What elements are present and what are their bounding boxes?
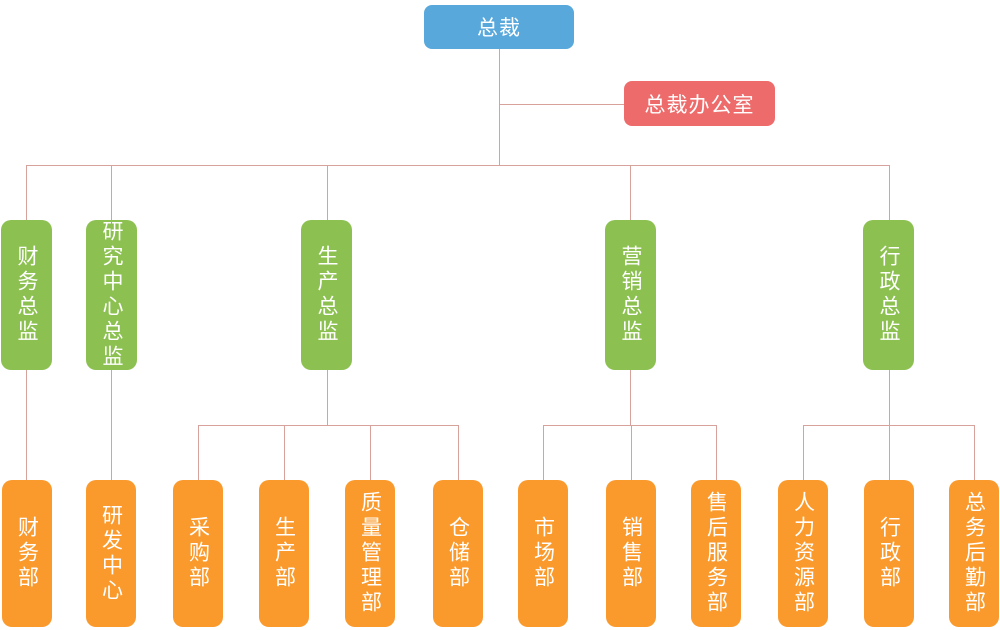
connector-drop-finance-dept: [26, 370, 27, 480]
connector-ceo-drop: [499, 49, 500, 165]
connector-stub-admin: [889, 165, 890, 220]
connector-admin-drop: [889, 368, 890, 425]
connector-stub-logistics: [974, 425, 975, 480]
connector-stub-sales: [631, 425, 632, 480]
connector-stub-production-dept: [284, 425, 285, 480]
node-dept-warehouse[interactable]: 仓储部: [433, 480, 483, 627]
node-dept-warehouse-label: 仓储部: [446, 516, 470, 591]
node-dept-aftersales[interactable]: 售后服务部: [691, 480, 741, 627]
node-dept-market-label: 市场部: [531, 516, 555, 591]
node-dept-production[interactable]: 生产部: [259, 480, 309, 627]
node-dept-hr[interactable]: 人力资源部: [778, 480, 828, 627]
node-director-finance-label: 财务总监: [15, 245, 38, 345]
node-president-office[interactable]: 总裁办公室: [624, 81, 775, 126]
connector-stub-admin-dept: [889, 425, 890, 480]
connector-stub-production: [327, 165, 328, 220]
node-dept-hr-label: 人力资源部: [791, 491, 815, 616]
node-dept-production-label: 生产部: [272, 516, 296, 591]
connector-level2-rail: [26, 165, 890, 166]
node-president-office-label: 总裁办公室: [644, 93, 755, 117]
node-director-admin[interactable]: 行政总监: [863, 220, 914, 370]
connector-stub-purchasing: [198, 425, 199, 480]
node-president-label: 总裁: [477, 17, 521, 40]
connector-stub-warehouse: [458, 425, 459, 480]
node-director-admin-label: 行政总监: [877, 245, 900, 345]
connector-stub-quality: [370, 425, 371, 480]
node-dept-logistics-label: 总务后勤部: [962, 491, 986, 616]
node-dept-sales[interactable]: 销售部: [606, 480, 656, 627]
connector-stub-market: [543, 425, 544, 480]
node-dept-purchasing[interactable]: 采购部: [173, 480, 223, 627]
node-director-marketing[interactable]: 营销总监: [605, 220, 656, 370]
node-dept-finance[interactable]: 财务部: [2, 480, 52, 627]
node-dept-finance-label: 财务部: [15, 516, 39, 591]
connector-marketing-rail: [543, 425, 717, 426]
node-dept-logistics[interactable]: 总务后勤部: [949, 480, 999, 627]
node-dept-sales-label: 销售部: [619, 516, 643, 591]
connector-production-drop: [327, 368, 328, 425]
node-dept-quality[interactable]: 质量管理部: [345, 480, 395, 627]
node-director-finance[interactable]: 财务总监: [1, 220, 52, 370]
connector-marketing-drop: [630, 368, 631, 425]
connector-stub-hr: [803, 425, 804, 480]
node-dept-aftersales-label: 售后服务部: [704, 491, 728, 616]
node-dept-rd-center-label: 研发中心: [99, 503, 123, 604]
connector-stub-finance: [26, 165, 27, 220]
node-dept-market[interactable]: 市场部: [518, 480, 568, 627]
connector-production-rail: [198, 425, 459, 426]
node-director-research-center-label: 研究中心总监: [100, 220, 123, 370]
connector-stub-marketing: [630, 165, 631, 220]
connector-office-branch: [499, 104, 625, 105]
node-director-marketing-label: 营销总监: [619, 245, 642, 345]
node-director-production-label: 生产总监: [315, 245, 338, 345]
connector-drop-rd-center: [111, 370, 112, 480]
node-dept-purchasing-label: 采购部: [186, 516, 210, 591]
node-president[interactable]: 总裁: [424, 5, 574, 49]
node-dept-rd-center[interactable]: 研发中心: [86, 480, 136, 627]
node-director-production[interactable]: 生产总监: [301, 220, 352, 370]
node-dept-quality-label: 质量管理部: [358, 491, 382, 616]
node-dept-admin-label: 行政部: [877, 516, 901, 591]
connector-stub-aftersales: [716, 425, 717, 480]
connector-stub-research: [111, 165, 112, 220]
node-dept-admin[interactable]: 行政部: [864, 480, 914, 627]
node-director-research-center[interactable]: 研究中心总监: [86, 220, 137, 370]
